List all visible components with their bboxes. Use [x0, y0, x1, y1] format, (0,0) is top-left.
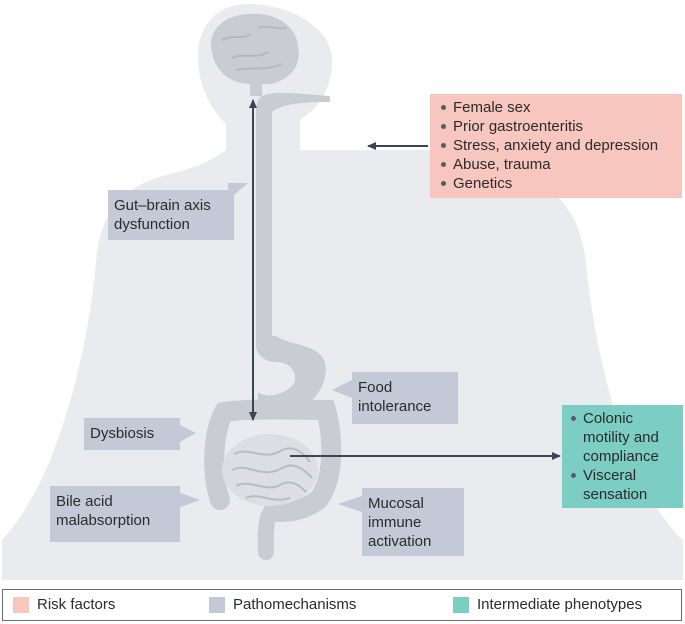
legend-label: Intermediate phenotypes — [477, 596, 643, 613]
stomach — [256, 336, 326, 417]
risk-factors-list: Female sex Prior gastroenteritis Stress,… — [440, 98, 672, 193]
phenotypes-list: Colonic motility and compliance Visceral… — [570, 409, 675, 504]
pheno-swatch — [453, 596, 469, 613]
esophagus — [256, 92, 330, 340]
callout-line: Food — [358, 379, 393, 396]
diagram: Gut–brain axis dysfunction Dysbiosis Bil… — [2, 4, 683, 580]
callout-line: dysfunction — [114, 216, 190, 233]
callout-line: Mucosal — [368, 495, 424, 512]
legend-item-patho: Pathomechanisms — [209, 596, 356, 613]
list-item: Visceral sensation — [570, 466, 675, 504]
food-intolerance-callout: Food intolerance — [352, 372, 458, 424]
large-intestine — [204, 399, 342, 522]
rectum — [257, 502, 280, 560]
food-intolerance-pointer — [332, 380, 352, 398]
risk-swatch — [13, 596, 29, 613]
patho-swatch — [209, 596, 225, 613]
list-item: Genetics — [440, 174, 672, 193]
list-item: Abuse, trauma — [440, 155, 672, 174]
dysbiosis-callout: Dysbiosis — [84, 418, 180, 450]
intermediate-phenotypes-box: Colonic motility and compliance Visceral… — [562, 405, 683, 508]
callout-line: malabsorption — [56, 512, 151, 529]
legend-label: Pathomechanisms — [233, 596, 357, 613]
bile-acid-pointer — [178, 492, 200, 508]
legend: Risk factors Pathomechanisms Intermediat… — [2, 589, 682, 621]
risk-factors-box: Female sex Prior gastroenteritis Stress,… — [430, 94, 682, 198]
callout-line: Gut–brain axis — [114, 197, 211, 214]
legend-item-pheno: Intermediate phenotypes — [453, 596, 642, 613]
list-item: Female sex — [440, 98, 672, 117]
list-item: Stress, anxiety and depression — [440, 136, 672, 155]
callout-line: intolerance — [358, 398, 432, 415]
gut-brain-axis-callout: Gut–brain axis dysfunction — [108, 190, 234, 240]
legend-item-risk: Risk factors — [13, 596, 115, 613]
list-item: Prior gastroenteritis — [440, 117, 672, 136]
bile-acid-callout: Bile acid malabsorption — [50, 486, 180, 542]
mucosal-pointer — [338, 496, 362, 512]
mucosal-immune-callout: Mucosal immune activation — [362, 488, 464, 556]
callout-line: Dysbiosis — [90, 425, 155, 442]
dysbiosis-pointer — [178, 424, 196, 443]
callout-line: activation — [368, 533, 432, 550]
legend-label: Risk factors — [37, 596, 116, 613]
list-item: Colonic motility and compliance — [570, 409, 675, 466]
callout-line: immune — [368, 514, 422, 531]
callout-line: Bile acid — [56, 493, 113, 510]
